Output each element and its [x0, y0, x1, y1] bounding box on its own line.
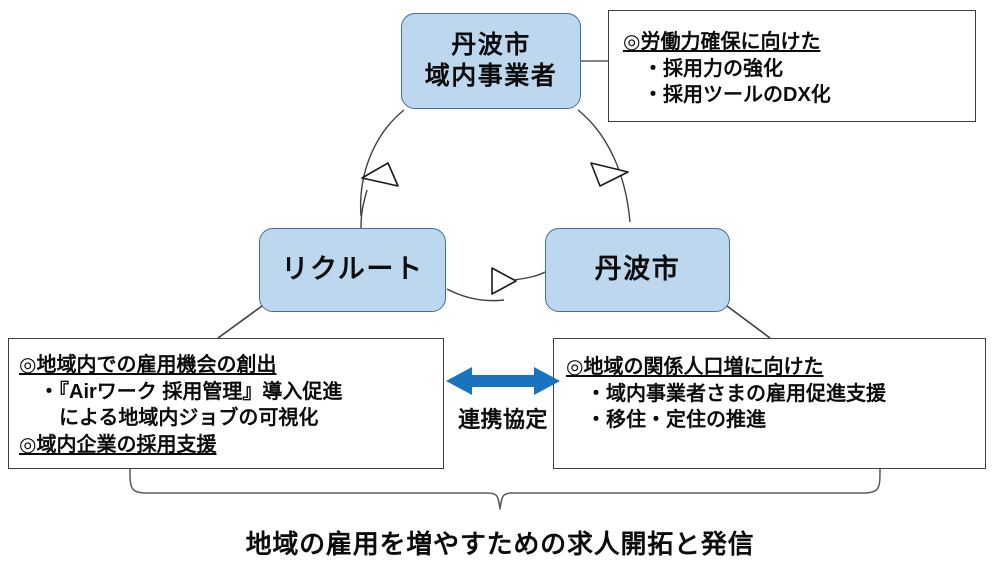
double-arrow-horizontal-icon — [446, 367, 560, 395]
cycle-arc-left-tail — [360, 189, 368, 229]
callout-item: ・『Airワーク 採用管理』導入促進 — [39, 380, 343, 403]
callout-top-right: ◎労働力確保に向けた ・採用力の強化 ・採用ツールのDX化 — [608, 10, 976, 122]
callout-item: ・移住・定住の推進 — [586, 409, 766, 432]
cycle-arc-left — [359, 109, 405, 217]
callout-bottom-left: ◎地域内での雇用機会の創出 ・『Airワーク 採用管理』導入促進 による地域内ジ… — [8, 338, 444, 469]
node-line-1: リクルート — [281, 254, 424, 285]
callout-item: ・採用力の強化 — [643, 57, 783, 80]
connector-tamba-to-bottomright-callout — [726, 305, 771, 339]
connector-recruit-to-bottomleft-callout — [217, 305, 263, 339]
node-line-2: 域内事業者 — [424, 62, 558, 90]
cycle-arc-bottom — [446, 288, 505, 302]
callout-item: ・採用ツールのDX化 — [643, 84, 831, 107]
node-tamba-city[interactable]: 丹波市 — [545, 228, 730, 312]
bottom-caption: 地域の雇用を増やすための求人開拓と発信 — [245, 529, 755, 559]
callout-item: ・域内事業者さまの雇用促進支援 — [586, 382, 886, 405]
callout-item-continued: による地域内ジョブの可視化 — [59, 407, 319, 430]
node-tamba-city-businesses[interactable]: 丹波市 域内事業者 — [401, 13, 581, 109]
node-line-1: 丹波市 — [594, 254, 681, 285]
cycle-arc-bottom-tail — [513, 271, 546, 281]
callout-heading-1: ◎地域内での雇用機会の創出 — [19, 354, 277, 376]
link-label: 連携協定 — [458, 407, 548, 432]
callout-heading: ◎地域の関係人口増に向けた — [566, 356, 824, 378]
cycle-arrowhead-left — [361, 162, 399, 187]
callout-bottom-right: ◎地域の関係人口増に向けた ・域内事業者さまの雇用促進支援 ・移住・定住の推進 — [553, 338, 986, 469]
callout-heading-2: ◎域内企業の採用支援 — [19, 433, 217, 456]
cycle-arrowhead-bottom — [491, 267, 517, 295]
node-line-1: 丹波市 — [451, 30, 531, 59]
callout-heading: ◎労働力確保に向けた — [623, 31, 821, 53]
cycle-arrowhead-right — [590, 162, 629, 187]
bottom-brace — [129, 468, 881, 510]
node-recruit[interactable]: リクルート — [259, 228, 446, 312]
cycle-arc-right — [577, 109, 631, 223]
